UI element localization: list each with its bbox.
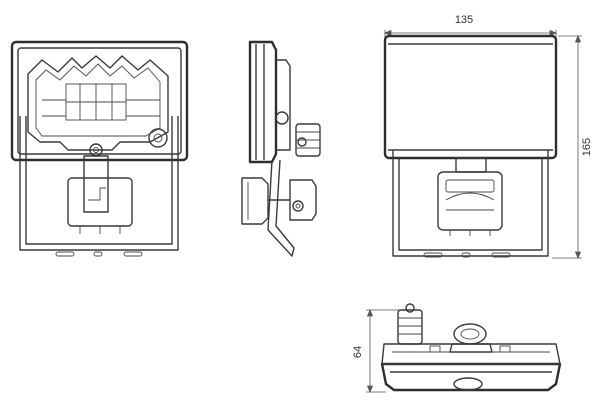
front-view: 135 165 <box>383 14 593 260</box>
rear-view <box>10 40 189 257</box>
side-view <box>241 40 321 257</box>
depth-dimension-label: 64 <box>352 346 364 358</box>
bottom-view: 64 <box>352 303 562 394</box>
height-dimension-label: 165 <box>581 138 593 156</box>
width-dimension-label: 135 <box>455 14 473 26</box>
